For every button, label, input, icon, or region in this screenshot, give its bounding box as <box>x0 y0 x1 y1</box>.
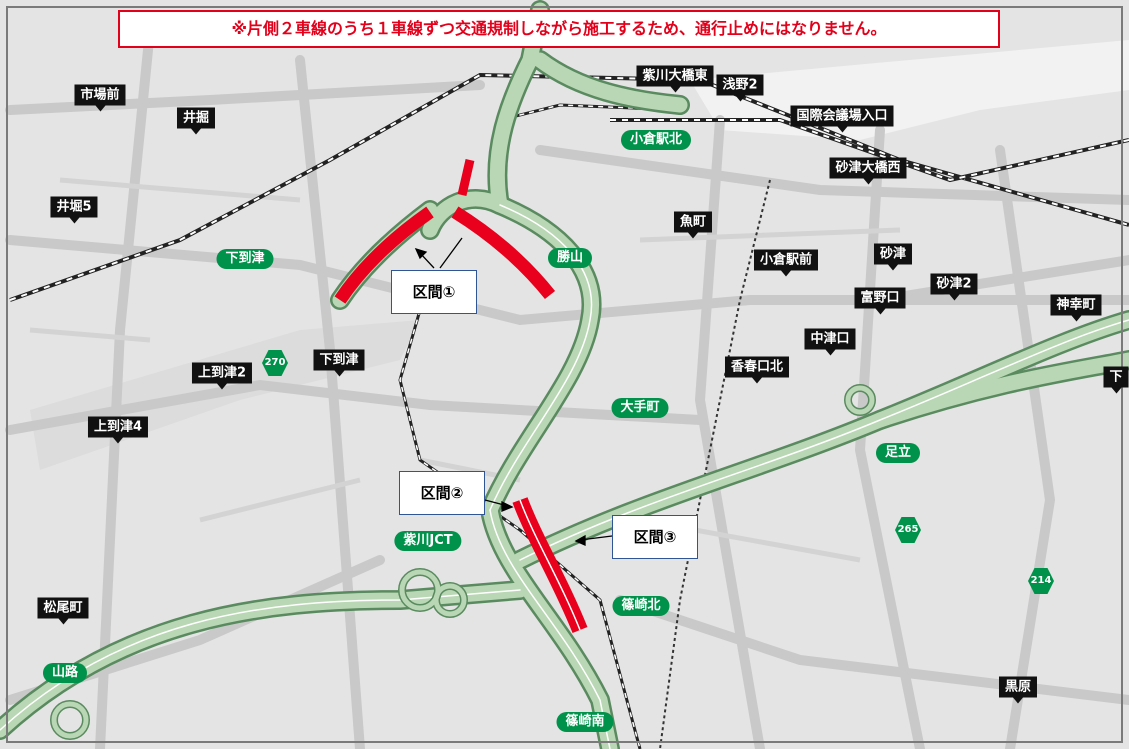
place-label: 国際会議場入口 <box>790 105 894 133</box>
section-label: 区間② <box>399 471 485 515</box>
place-label: 砂津 <box>873 243 913 271</box>
section-label: 区間① <box>391 270 477 314</box>
place-label: 下 <box>1103 366 1129 394</box>
place-label: 井堀5 <box>50 196 98 224</box>
place-label: 小倉駅前 <box>753 249 819 277</box>
place-label: 市場前 <box>74 84 126 112</box>
place-label: 松尾町 <box>37 597 89 625</box>
interchange-label: 勝山 <box>547 248 593 268</box>
place-label: 砂津2 <box>930 273 978 301</box>
place-label: 中津口 <box>804 328 856 356</box>
leader-arrows <box>414 237 613 547</box>
interchange-label: 篠崎北 <box>612 596 670 616</box>
interchange-label: 下到津 <box>216 249 274 269</box>
interchange-label: 紫川JCT <box>394 531 462 551</box>
place-label: 魚町 <box>673 211 713 239</box>
place-label: 上到津2 <box>191 362 253 390</box>
place-label: 香春口北 <box>724 356 790 384</box>
section-label: 区間③ <box>612 515 698 559</box>
notice-banner: ※片側２車線のうち１車線ずつ交通規制しながら施工するため、通行止めにはなりません… <box>118 10 1000 48</box>
place-label: 神幸町 <box>1050 294 1102 322</box>
place-label: 富野口 <box>854 287 906 315</box>
interchange-label: 足立 <box>875 443 921 463</box>
interchange-label: 篠崎南 <box>556 712 614 732</box>
route-shield: 270 <box>262 350 288 376</box>
place-label: 下到津 <box>313 349 365 377</box>
route-shield: 214 <box>1028 568 1054 594</box>
place-label: 井掘 <box>176 107 216 135</box>
interchange-label: 小倉駅北 <box>620 130 692 150</box>
place-label: 上到津4 <box>87 416 149 444</box>
place-label: 砂津大橋西 <box>829 157 907 185</box>
interchange-label: 山路 <box>42 663 88 683</box>
place-label: 浅野2 <box>716 74 764 102</box>
interchange-label: 大手町 <box>611 398 669 418</box>
restricted-sections <box>334 158 588 633</box>
place-label: 紫川大橋東 <box>636 65 714 93</box>
place-label: 黒原 <box>998 676 1038 704</box>
